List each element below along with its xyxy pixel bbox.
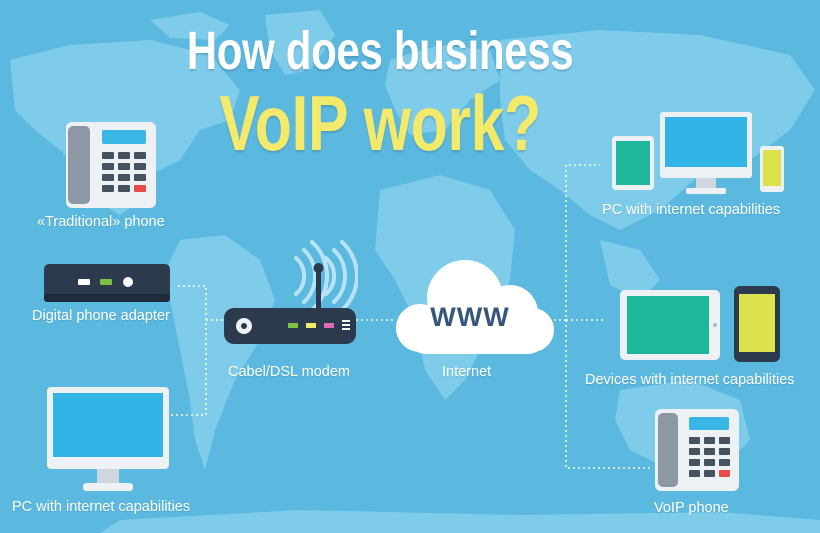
pc-tablet-phone-icon [612,112,784,194]
traditional-phone-icon [66,122,156,208]
label-voip-phone: VoIP phone [654,500,729,516]
page-title: How does business [186,21,574,81]
tablet-smartphone-icon [620,286,780,362]
connector-internet-pc [549,164,600,321]
desktop-pc-icon [47,387,169,491]
connector-adapter-pc [170,285,207,416]
cloud-www-text: WWW [430,302,510,332]
label-devices: Devices with internet capabilities [585,372,795,388]
label-modem: Cabel/DSL modem [228,364,350,380]
page-title-accent: VoIP work? [219,79,541,167]
label-internet: Internet [442,364,492,380]
label-digital-phone-adapter: Digital phone adapter [32,308,170,324]
modem-icon [224,240,358,344]
label-pc-right: PC with internet capabilities [602,202,781,218]
label-pc-left: PC with internet capabilities [12,499,191,515]
cloud-icon [396,260,554,354]
connector-internet-voip [565,320,652,469]
digital-phone-adapter-icon [44,264,170,302]
label-traditional-phone: «Traditional» phone [37,214,165,230]
voip-phone-icon [655,409,739,491]
